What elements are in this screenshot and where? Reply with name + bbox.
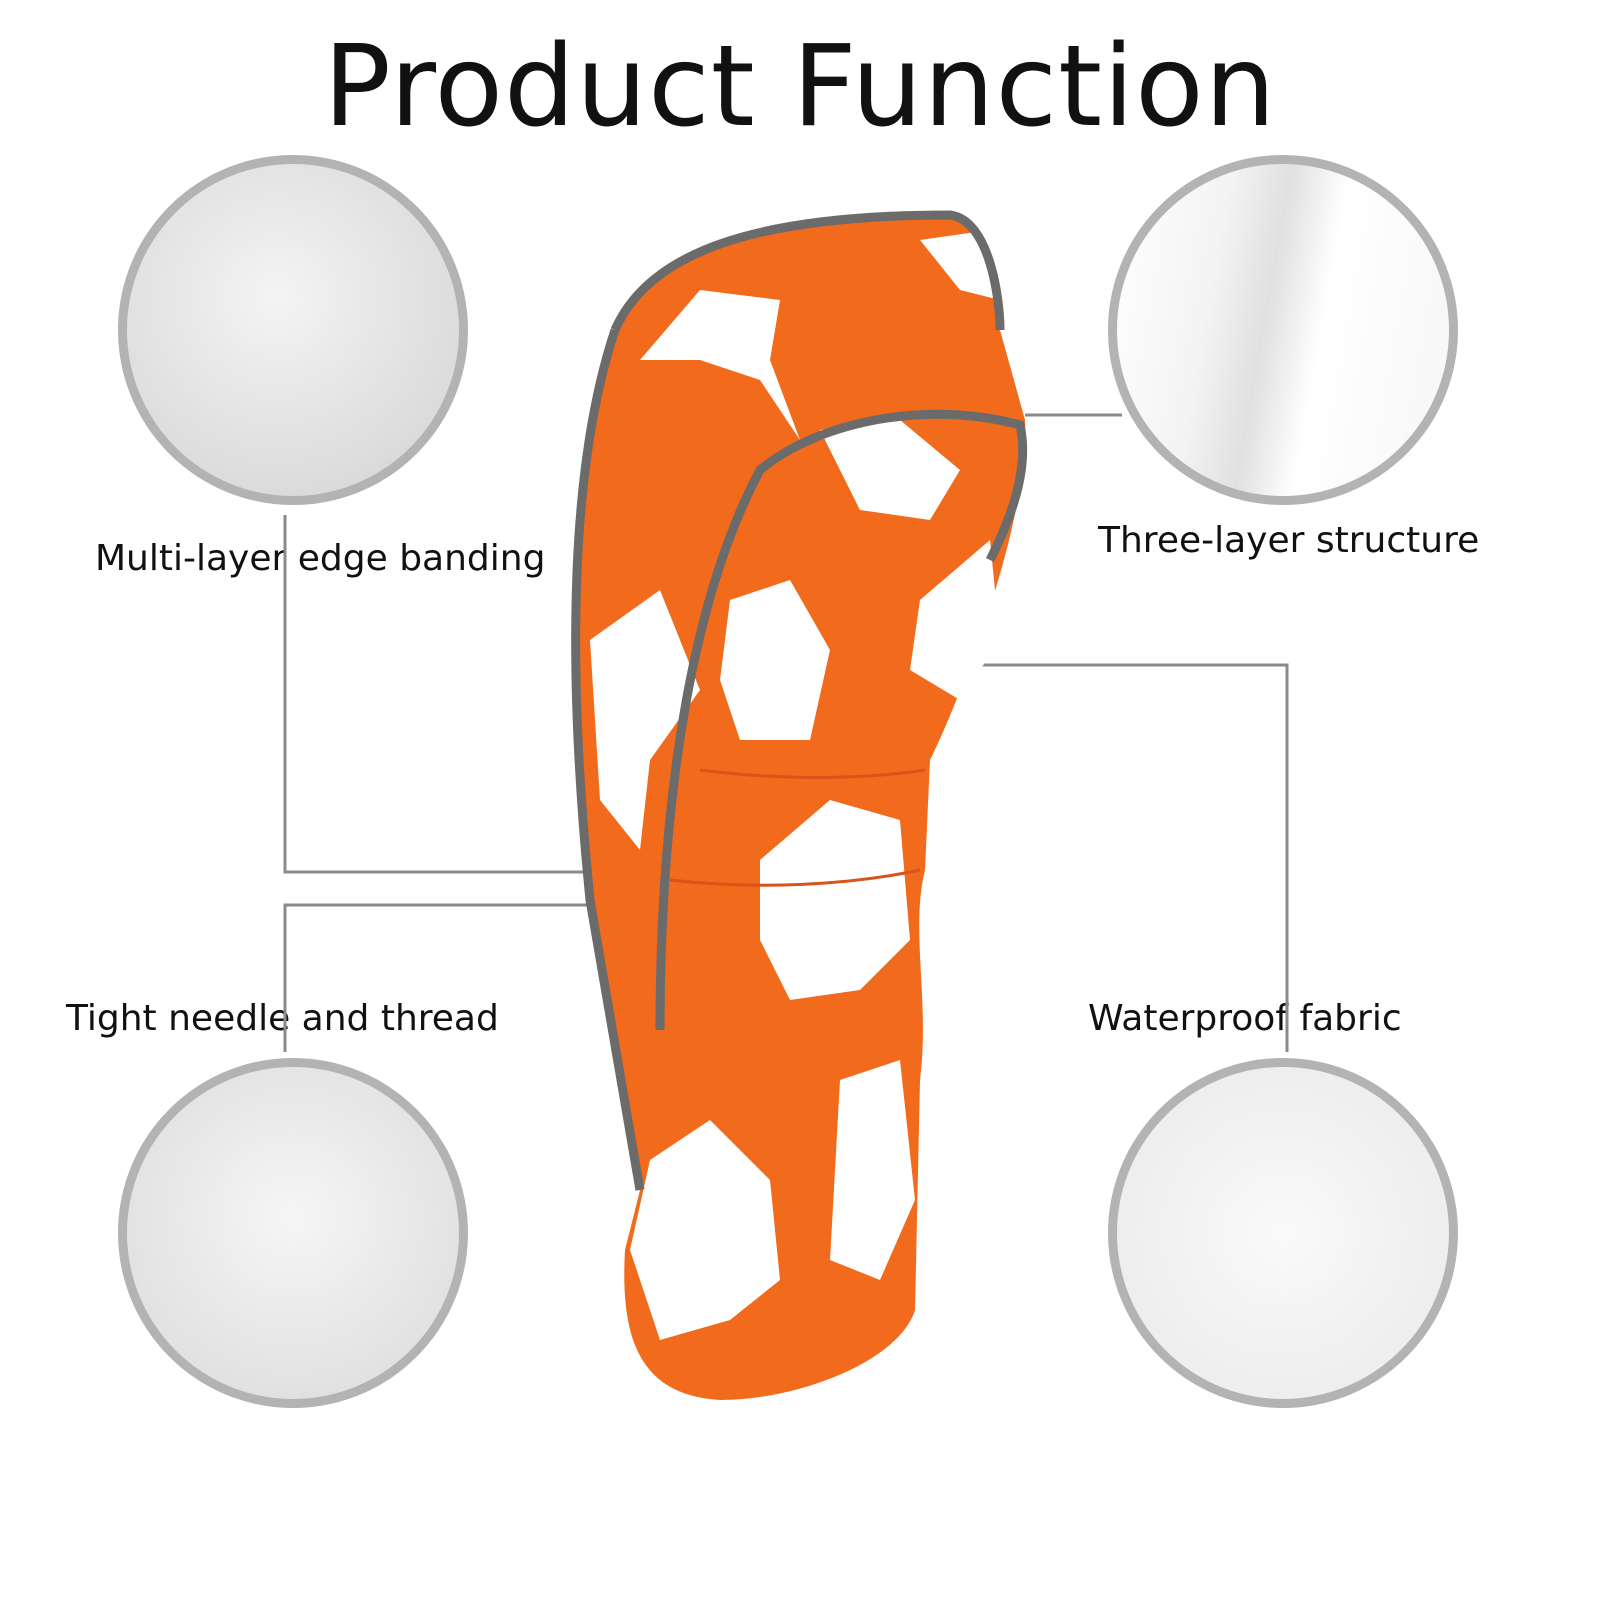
detail-circle-three-layer (1108, 155, 1458, 505)
feature-label-three-layer: Three-layer structure (1098, 520, 1480, 561)
headcover (571, 210, 1028, 1400)
piping-inner (655, 409, 1028, 1031)
feature-label-needle-thread: Tight needle and thread (66, 998, 499, 1039)
feature-label-edge-banding: Multi-layer edge banding (95, 538, 546, 579)
stitching (669, 768, 926, 887)
piping-top (610, 210, 1005, 332)
detail-circle-waterproof (1108, 1058, 1458, 1408)
connector-edge-banding (283, 515, 620, 874)
piping-left (571, 328, 645, 1191)
connector-waterproof (895, 663, 1289, 1052)
page-title: Product Function (323, 22, 1277, 152)
detail-circle-edge-banding (118, 155, 468, 505)
connector-lines (283, 413, 1289, 1052)
connector-needle-thread (283, 903, 595, 1052)
feature-label-waterproof: Waterproof fabric (1088, 998, 1402, 1039)
detail-circle-needle-thread (118, 1058, 468, 1408)
maple-leaves (590, 230, 1000, 1340)
